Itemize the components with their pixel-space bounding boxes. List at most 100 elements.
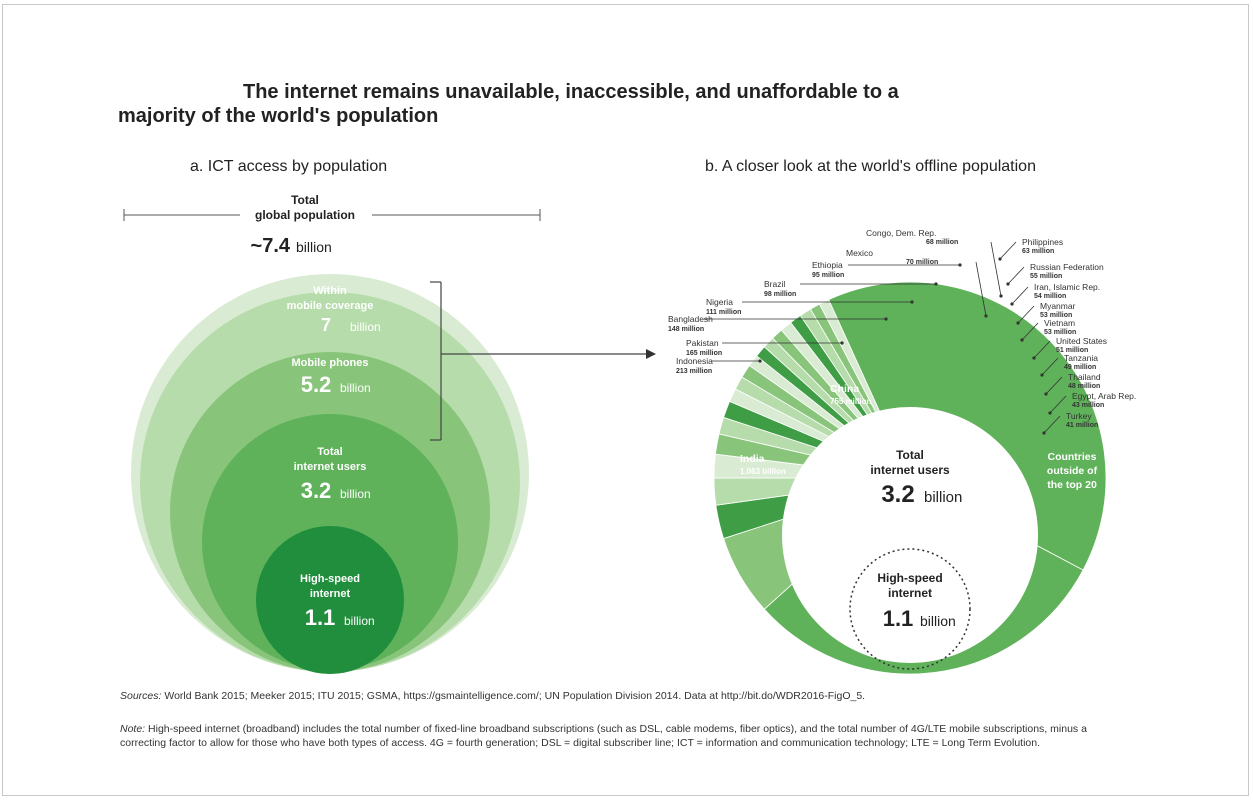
callout-name-vietnam: Vietnam: [1044, 318, 1075, 328]
note-prefix: Note:: [120, 723, 146, 735]
callout-name-turkey: Turkey: [1066, 411, 1092, 421]
slice-label-china: China: [830, 383, 859, 395]
callout-line-vietnam: [1021, 322, 1039, 341]
internet-users-hole: [782, 407, 1038, 663]
callout-dot-indonesia: [758, 359, 762, 363]
center-label-2: internet users: [870, 463, 950, 477]
callout-line-thailand: [1045, 376, 1063, 395]
callout-name-thailand: Thailand: [1068, 372, 1101, 382]
callout-value-tanzania: 49 million: [1064, 364, 1096, 371]
inner-unit: billion: [920, 613, 956, 629]
sources-text: World Bank 2015; Meeker 2015; ITU 2015; …: [161, 690, 866, 702]
callout-dot-thailand: [1044, 392, 1048, 396]
callout-dot-pakistan: [840, 341, 844, 345]
callout-name-mexico: Mexico: [846, 248, 873, 258]
callout-dot-congo-dem-rep: [999, 294, 1003, 298]
callout-name-tanzania: Tanzania: [1064, 353, 1098, 363]
callout-value-vietnam: 53 million: [1044, 329, 1076, 336]
high-speed-label-1: High-speed: [300, 573, 360, 585]
callout-name-ethiopia: Ethiopia: [812, 260, 843, 270]
coverage-label-2: mobile coverage: [287, 300, 374, 312]
callout-dot-bangladesh: [884, 317, 888, 321]
callout-dot-myanmar: [1016, 321, 1020, 325]
high-speed-dashed-circle: [849, 548, 971, 670]
connector-arrow-icon: [646, 349, 656, 359]
phones-value: 5.2: [301, 372, 332, 397]
phones-label: Mobile phones: [292, 357, 369, 369]
note-text: High-speed internet (broadband) includes…: [120, 723, 1087, 749]
outside-label-3: the top 20: [1047, 479, 1097, 491]
callout-line-egypt-arab-rep: [1049, 395, 1067, 414]
callout-value-philippines: 63 million: [1022, 248, 1054, 255]
footnote: Note: High-speed internet (broadband) in…: [120, 722, 1130, 750]
connector-bracket: [430, 281, 646, 441]
callout-dot-ethiopia: [958, 263, 962, 267]
slice-value-india: 1.063 billion: [740, 467, 786, 476]
callout-value-indonesia: 213 million: [676, 368, 712, 375]
inner-label-1: High-speed: [877, 571, 942, 585]
callout-name-congo-dem-rep: Congo, Dem. Rep.: [866, 228, 936, 238]
figure-frame: [2, 4, 1249, 796]
panel-b-subtitle: b. A closer look at the world's offline …: [705, 158, 1036, 175]
callout-name-united-states: United States: [1056, 336, 1107, 346]
internet-users-label-2: internet users: [294, 461, 367, 473]
coverage-unit: billion: [350, 320, 381, 334]
callout-line-turkey: [1043, 415, 1061, 434]
callout-dot-tanzania: [1040, 373, 1044, 377]
callout-value-turkey: 41 million: [1066, 422, 1098, 429]
phones-unit: billion: [340, 381, 371, 395]
callout-value-egypt-arab-rep: 43 million: [1072, 402, 1104, 409]
callout-value-mexico: 70 million: [906, 259, 938, 266]
panel-a-subtitle: a. ICT access by population: [190, 158, 388, 175]
callout-name-egypt-arab-rep: Egypt, Arab Rep.: [1072, 391, 1136, 401]
callout-line-tanzania: [1041, 357, 1059, 376]
callout-value-brazil: 98 million: [764, 291, 796, 298]
callout-line-united-states: [1033, 340, 1051, 359]
callout-value-myanmar: 53 million: [1040, 312, 1072, 319]
callout-name-indonesia: Indonesia: [676, 356, 713, 366]
callout-value-ethiopia: 95 million: [812, 272, 844, 279]
callout-line-mexico: [975, 261, 987, 317]
sources-prefix: Sources:: [120, 690, 162, 702]
coverage-value: 7: [321, 315, 331, 335]
callout-name-iran-islamic-rep: Iran, Islamic Rep.: [1034, 282, 1100, 292]
center-value: 3.2: [881, 481, 914, 508]
figure-title: The internet remains unavailable, inacce…: [118, 80, 1118, 128]
callout-line-russian-federation: [1007, 266, 1025, 285]
internet-users-value: 3.2: [301, 478, 332, 503]
callout-dot-turkey: [1042, 431, 1046, 435]
callout-name-bangladesh: Bangladesh: [668, 314, 713, 324]
callout-value-bangladesh: 148 million: [668, 326, 704, 333]
title-line-2: majority of the world's population: [118, 105, 439, 127]
population-bracket: [123, 209, 541, 221]
callout-value-pakistan: 165 million: [686, 350, 722, 357]
callout-value-nigeria: 111 million: [706, 309, 741, 316]
center-unit: billion: [924, 489, 962, 506]
high-speed-value: 1.1: [305, 605, 336, 630]
total-population-value: ~7.4: [251, 235, 291, 257]
callout-dot-brazil: [934, 282, 938, 286]
callout-name-philippines: Philippines: [1022, 237, 1063, 247]
title-line-1: The internet remains unavailable, inacce…: [243, 81, 899, 103]
outside-label-2: outside of: [1047, 465, 1098, 477]
slice-label-india: India: [740, 453, 765, 465]
callout-dot-iran-islamic-rep: [1010, 302, 1014, 306]
high-speed-label-2: internet: [310, 588, 351, 600]
callout-value-iran-islamic-rep: 54 million: [1034, 293, 1066, 300]
callout-name-brazil: Brazil: [764, 279, 785, 289]
total-population-label-1: Total: [291, 193, 319, 207]
callout-dot-united-states: [1032, 356, 1036, 360]
sources-note: Sources: World Bank 2015; Meeker 2015; I…: [120, 690, 865, 702]
callout-name-nigeria: Nigeria: [706, 297, 733, 307]
callout-value-thailand: 48 million: [1068, 383, 1100, 390]
callout-line-philippines: [999, 241, 1017, 260]
callout-dot-nigeria: [910, 300, 914, 304]
total-population-label-2: global population: [255, 208, 355, 222]
callout-name-russian-federation: Russian Federation: [1030, 262, 1104, 272]
total-population-unit: billion: [296, 239, 332, 255]
callout-value-united-states: 51 million: [1056, 347, 1088, 354]
inner-label-2: internet: [888, 586, 932, 600]
coverage-label-1: Within: [313, 285, 347, 297]
